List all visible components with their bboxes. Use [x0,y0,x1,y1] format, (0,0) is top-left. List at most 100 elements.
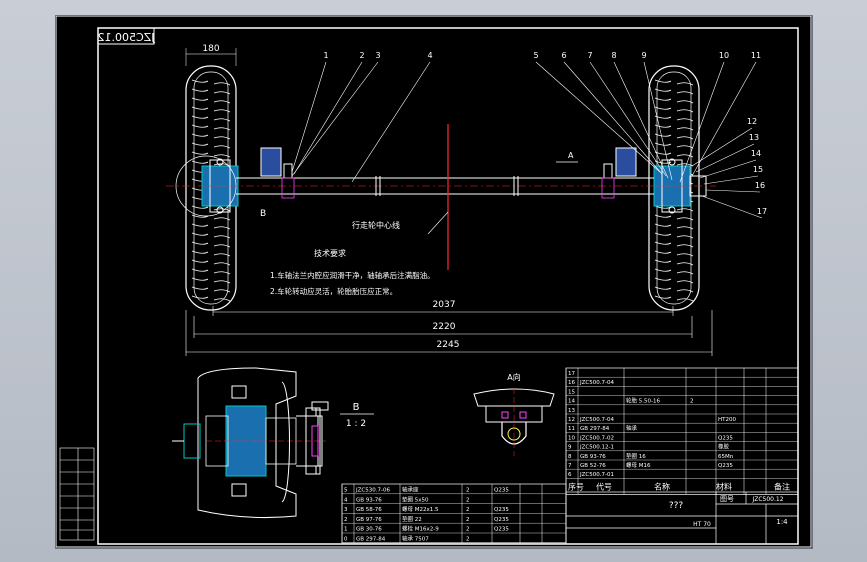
tread-mark [676,226,694,230]
bom-right-cell: 15 [568,389,575,395]
tread-mark [191,286,209,290]
tread-mark [213,109,231,113]
tread-mark [191,214,209,218]
tread-mark [213,235,231,239]
tread-mark [676,253,694,257]
view-a-label: A向 [507,372,520,382]
tread-mark [654,223,672,227]
drawing-number: JZC500.12 [98,31,156,44]
detail-b-title: B [353,402,360,413]
bom-right-cell: 垫圈 16 [626,452,646,460]
bom-right-cell: Q235 [718,463,733,469]
bom-right-cell: 6 [568,472,572,478]
callout-leader [643,61,673,181]
tread-mark [213,91,231,95]
tread-mark [654,88,672,92]
bom-left-cell: GB 297-84 [356,537,386,543]
tread-mark [654,106,672,110]
tread-mark [676,82,694,86]
tread-mark [654,259,672,263]
tread-mark [191,151,209,155]
callout-number: 2 [359,51,364,60]
tread-mark [213,226,231,230]
tread-mark [191,250,209,254]
callout-number: 1 [323,51,328,60]
title-block-title: ??? [669,501,684,511]
detail-b-scale: 1 : 2 [346,419,366,429]
tread-mark [191,142,209,146]
dim-2037-label: 2037 [433,300,456,310]
callout-number: 8 [611,51,616,60]
tread-mark [654,142,672,146]
notes-line-1: 1.车轴法兰内腔应润滑干净，轴轴承后注满脂油。 [270,270,435,280]
bom-left-cell: JZC530.7-06 [355,488,390,494]
callout-number: 15 [753,165,763,174]
bom-right-cell: 2 [690,399,694,405]
bom-left-cell: 1 [344,527,348,533]
dim-wheel-width: 180 [185,44,237,66]
bom-right-cell: 16 [568,380,575,386]
bom-right-cell: GB 52-76 [580,463,606,469]
view-a [473,388,555,456]
bom-left-cell: GB 58-76 [356,507,382,513]
tread-mark [676,154,694,158]
bom-right-cell: JZC500.7-04 [579,417,614,423]
tread-mark [191,205,209,209]
bom-left-cell: GB 30-76 [356,527,382,533]
dim-2245-label: 2245 [437,340,460,350]
drawing-frame-inner [97,27,799,545]
callout-number: 9 [641,51,646,60]
tread-mark [191,79,209,83]
bom-right-cell: 9 [568,445,572,451]
bom-left-cell: GB 97-76 [356,517,382,523]
tread-mark [676,163,694,167]
bom-right-cell: Q235 [718,435,733,441]
section-b-label: B [260,209,266,219]
drawing-canvas: JZC500.12 [55,15,812,548]
notes-title: 技术要求 [314,248,346,258]
bom-left-cell: Q235 [494,517,509,523]
title-block-drawing-label: 图号 [720,495,734,503]
tread-mark [213,217,231,221]
tread-mark [213,136,231,140]
tread-mark [191,124,209,128]
bom-right-cell: 橡胶 [718,443,730,451]
tread-mark [213,118,231,122]
notes-line-2: 2.车轮转动应灵活，轮胎胎压应正常。 [270,286,397,296]
tread-mark [654,133,672,137]
title-block-scale: 1:4 [776,518,788,526]
bom-right-header: 备注 [774,481,790,491]
bom-left-cell: 螺栓 M16x2-9 [402,525,439,533]
callout-leader [291,61,379,177]
tread-mark [676,271,694,275]
section-a-label: A [568,151,574,160]
tread-mark [676,100,694,104]
detail-b-bracket [305,401,329,475]
drawing-frame-outer [55,15,812,548]
callout-number: 3 [375,51,380,60]
center-line-leader [427,211,449,235]
tread-mark [213,262,231,266]
bom-right-header: 序号 [568,481,584,491]
bom-left-cell: 4 [344,497,348,503]
callout-leader [695,143,755,173]
dim-2037 [212,306,674,316]
callout-number: 10 [719,51,729,60]
cad-viewport[interactable]: JZC500.12 [55,15,813,549]
callout-leader [293,61,363,175]
tread-mark [676,145,694,149]
bom-left-cell: 0 [344,537,348,543]
callout-leader [351,61,431,183]
right-bracket [601,147,637,199]
callout-leader [589,61,667,177]
bom-right-cell: 7 [568,463,572,469]
tread-mark [191,133,209,137]
bom-right-cell: GB 297-84 [580,426,610,432]
callout-number: 14 [751,149,761,158]
bom-left-cell: 轴承座 [402,486,419,494]
tread-mark [676,217,694,221]
callout-leader [563,61,663,175]
tread-mark [676,262,694,266]
